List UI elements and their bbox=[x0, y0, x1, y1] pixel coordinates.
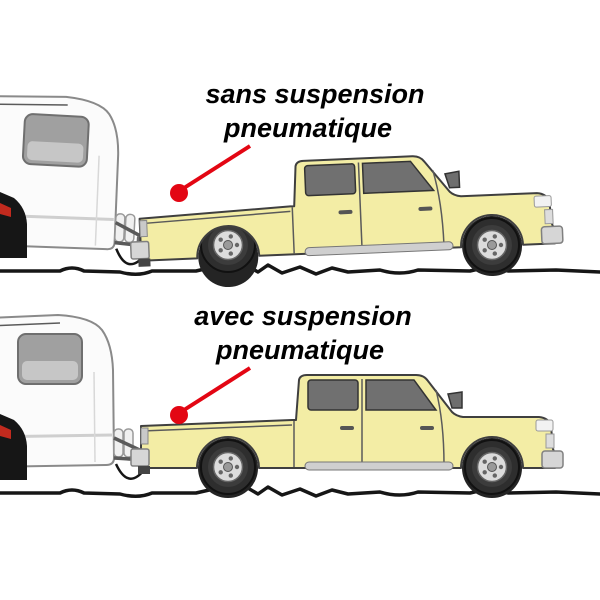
caption-sans-line1: sans suspension bbox=[205, 79, 424, 109]
caption-sans-line2: pneumatique bbox=[223, 113, 392, 143]
front-wheel bbox=[464, 217, 520, 273]
rear-wheel bbox=[200, 439, 256, 495]
caption-avec-line1: avec suspension bbox=[194, 301, 412, 331]
scene-without-air-suspension: sans suspension pneumatique bbox=[0, 79, 600, 289]
scene-with-air-suspension: avec suspension pneumatique bbox=[0, 301, 600, 499]
air-spring-marker bbox=[168, 144, 252, 204]
caption-avec-line2: pneumatique bbox=[215, 335, 384, 365]
front-wheel bbox=[464, 439, 520, 495]
air-spring-marker bbox=[168, 366, 252, 426]
